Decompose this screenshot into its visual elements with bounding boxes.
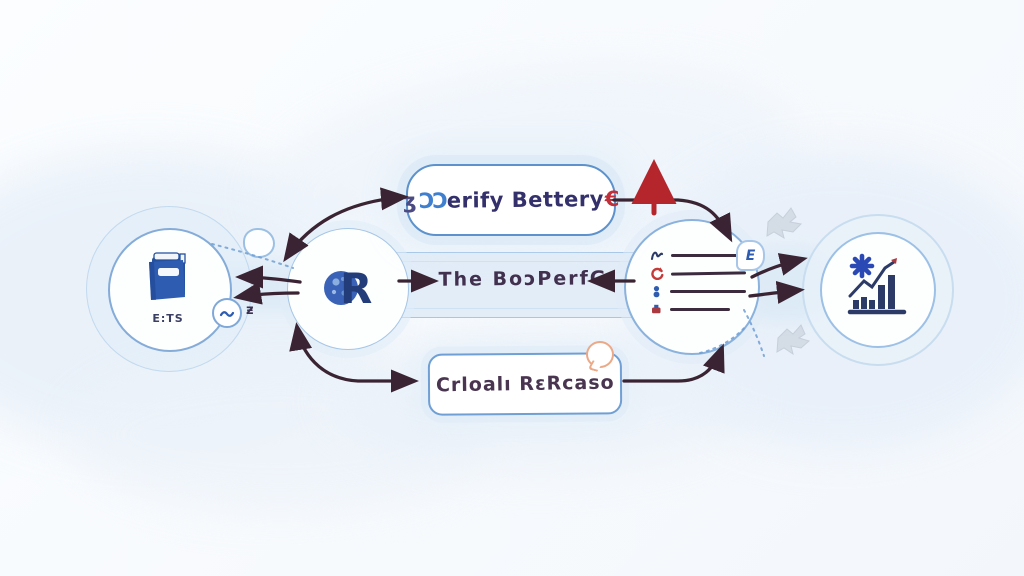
scribble-icon [650, 251, 664, 260]
person-icon [653, 285, 660, 297]
checklist-row [650, 267, 747, 280]
note-bubble-icon: E [736, 240, 765, 271]
book-icon [136, 242, 200, 310]
verify-box: ʒƆƆerify Bettery€ [402, 164, 620, 236]
loop-bubble [243, 228, 275, 258]
verify-box-label: ʒƆƆerify Bettery€ [402, 186, 620, 214]
svg-text:R: R [340, 264, 372, 313]
bar-chart-icon [838, 248, 914, 328]
r-logo-icon: R [313, 252, 381, 324]
checklist-row [650, 303, 746, 315]
wave-scribble-icon [212, 298, 242, 328]
checklist-row [650, 285, 746, 297]
refresh-cycle-icon [651, 267, 664, 280]
release-box-label: Crloalı RεRcaso [435, 371, 615, 397]
source-node-label: E:TS [152, 312, 184, 325]
badge-glyph: E [745, 247, 756, 264]
speech-bubble-icon [586, 341, 614, 368]
checklist-line [670, 270, 747, 276]
flag-icon [652, 304, 661, 314]
starburst-icon [849, 253, 875, 279]
checklist-line [670, 289, 746, 293]
checklist-line [671, 253, 746, 257]
checklist-rows [650, 249, 747, 321]
perf-label: The BoɔPerfG [438, 267, 608, 291]
small-glyph: ƶ [246, 303, 254, 318]
checklist-line [670, 307, 730, 311]
checklist-row [650, 249, 746, 261]
